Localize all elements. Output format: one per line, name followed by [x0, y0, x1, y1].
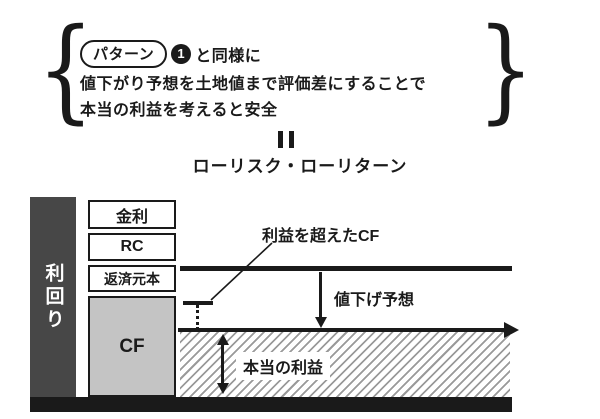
price-drop-label: 値下げ予想: [334, 292, 415, 309]
equals-icon: [278, 131, 294, 148]
stack-box-rc: RC: [88, 233, 176, 261]
brace-right-icon: }: [477, 5, 535, 135]
real-profit-hatch-area: [180, 332, 510, 397]
header-line-1: パターン 1 と同様に: [80, 40, 261, 68]
pattern-pill: パターン: [80, 40, 168, 68]
stack-box-interest: 金利: [88, 200, 176, 229]
price-drop-arrow: [314, 272, 327, 328]
header-line-2: 値下がり予想を土地値まで評価差にすることで: [80, 76, 427, 93]
pattern-number-badge: 1: [171, 44, 192, 64]
stack-box-principal: 返済元本: [88, 265, 176, 292]
baseline-bar: [30, 397, 512, 412]
header-line-1-text: と同様に: [195, 48, 262, 65]
stack-box-cf: CF: [88, 296, 176, 397]
header-line-3: 本当の利益を考えると安全: [80, 102, 278, 119]
yield-axis-bar: 利回り: [30, 197, 76, 397]
real-profit-double-arrow: [216, 334, 229, 394]
x-axis-line: [178, 328, 506, 332]
down-arrowhead-icon: [216, 383, 229, 394]
cf-level-dotted-line: [196, 305, 199, 330]
result-label: ローリスク・ローリターン: [192, 157, 408, 176]
yield-axis-label: 利回り: [42, 262, 64, 332]
cf-level-tick: [183, 301, 213, 305]
right-arrowhead-icon: [504, 322, 519, 338]
brace-left-icon: {: [37, 5, 95, 135]
income-level-line: [180, 266, 512, 271]
real-profit-label: 本当の利益: [236, 352, 331, 380]
up-arrowhead-icon: [216, 334, 229, 345]
excess-cf-label: 利益を超えたCF: [262, 228, 380, 245]
down-arrowhead-icon: [314, 317, 327, 328]
